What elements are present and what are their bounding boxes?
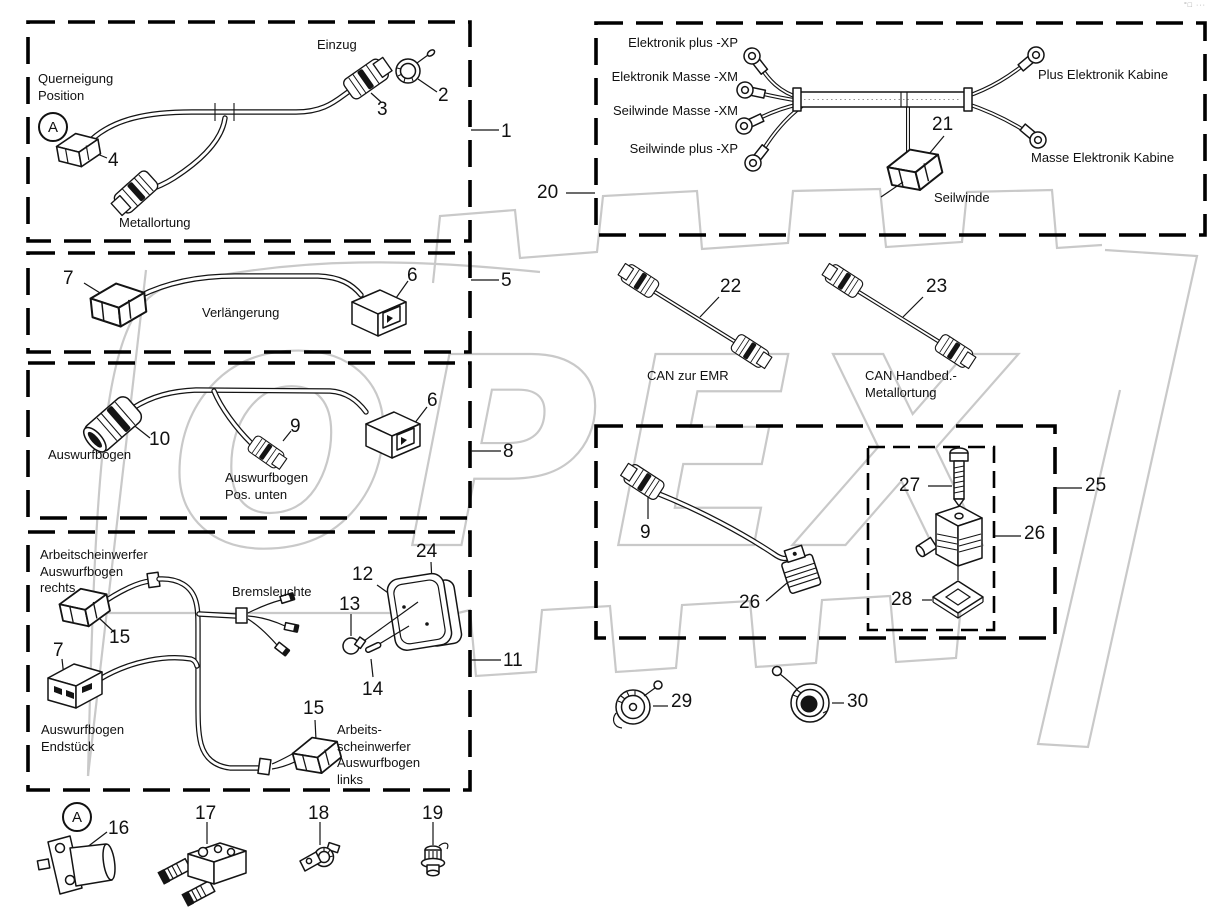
label-querneigung-position: Querneigung Position bbox=[38, 71, 114, 103]
label-seilwinde: Seilwinde bbox=[934, 190, 990, 205]
part-number-26a: 26 bbox=[739, 592, 761, 613]
dichtung-28 bbox=[932, 580, 984, 619]
part-number-21: 21 bbox=[932, 114, 954, 135]
part-number-19: 19 bbox=[422, 803, 444, 824]
endstueck-connector-7 bbox=[47, 663, 103, 709]
label-verlaengerung: Verlängerung bbox=[202, 305, 280, 320]
detail-marker-a-bottom-label: A bbox=[71, 808, 82, 826]
part-number-16: 16 bbox=[108, 818, 130, 839]
verschluss-29 bbox=[612, 680, 663, 729]
part-number-7b: 7 bbox=[53, 640, 64, 661]
part-number-27: 27 bbox=[899, 475, 921, 496]
ventilblock-17 bbox=[157, 842, 247, 907]
part-number-3: 3 bbox=[377, 99, 388, 120]
sensor-16 bbox=[36, 835, 116, 895]
part-number-9: 9 bbox=[290, 416, 301, 437]
label-arbeitsscheinwerfer-links: Arbeits- scheinwerfer Auswurfbogen links bbox=[337, 722, 421, 787]
detail-marker-a-label: A bbox=[47, 118, 58, 136]
box-callout-25: 25 bbox=[1085, 475, 1107, 496]
box-arbeitsscheinwerfer bbox=[26, 530, 472, 792]
ventil-art bbox=[618, 447, 984, 619]
verlaengerung-cable-art bbox=[88, 273, 407, 337]
label-einzug: Einzug bbox=[317, 37, 357, 52]
auswurfbogen-harness-art bbox=[82, 387, 421, 473]
part-number-2: 2 bbox=[438, 85, 449, 106]
box-auswurfbogen bbox=[26, 361, 472, 520]
box-callout-5: 5 bbox=[501, 270, 512, 291]
part-number-7: 7 bbox=[63, 268, 74, 289]
ventilspule-26 bbox=[915, 505, 983, 567]
can-cables-art bbox=[615, 260, 979, 372]
label-elektronik-masse-xm: Elektronik Masse -XM bbox=[611, 69, 738, 84]
label-can-handbed-metallortung: CAN Handbed.- Metallortung bbox=[865, 368, 957, 400]
part-number-12: 12 bbox=[352, 564, 374, 585]
part-number-22: 22 bbox=[720, 276, 742, 297]
label-seilwinde-masse-xm: Seilwinde Masse -XM bbox=[613, 103, 738, 118]
arbeitsscheinwerfer-harness-art bbox=[47, 571, 463, 780]
part-number-18: 18 bbox=[308, 803, 330, 824]
label-bremsleuchte: Bremsleuchte bbox=[232, 584, 312, 599]
label-seilwinde-plus-xp: Seilwinde plus -XP bbox=[629, 141, 738, 156]
box-querneigung bbox=[26, 20, 472, 243]
box-callout-26: 26 bbox=[1024, 523, 1046, 544]
small-parts-art bbox=[36, 835, 449, 907]
part-number-4: 4 bbox=[108, 150, 119, 171]
elektronik-harness-art bbox=[732, 42, 1051, 198]
part-number-29: 29 bbox=[671, 691, 693, 712]
part-number-15a: 15 bbox=[109, 627, 131, 648]
detail-marker-a: A bbox=[38, 112, 68, 142]
box-verlaengerung bbox=[26, 251, 472, 354]
part-number-30: 30 bbox=[847, 691, 869, 712]
box-ventil-inner bbox=[866, 445, 996, 632]
part-number-6b: 6 bbox=[427, 390, 438, 411]
verschlusskappen-art bbox=[612, 665, 830, 729]
box-callout-1: 1 bbox=[501, 121, 512, 142]
winkelstecker-26 bbox=[781, 544, 822, 594]
corner-mark: °□ ··· bbox=[1184, 2, 1206, 9]
label-metallortung: Metallortung bbox=[119, 215, 191, 230]
part-number-9b: 9 bbox=[640, 522, 651, 543]
label-auswurfbogen-pos-unten: Auswurfbogen Pos. unten bbox=[225, 470, 309, 502]
box-callout-11: 11 bbox=[503, 650, 523, 671]
part-number-23: 23 bbox=[926, 276, 948, 297]
box-callout-8: 8 bbox=[503, 441, 514, 462]
cap-part-2 bbox=[395, 49, 436, 84]
tuelle-19 bbox=[420, 842, 449, 877]
part-number-24: 24 bbox=[416, 541, 438, 562]
harness-querneigung-art bbox=[54, 49, 436, 219]
label-plus-elektronik-kabine: Plus Elektronik Kabine bbox=[1038, 67, 1169, 82]
part-number-13: 13 bbox=[339, 594, 361, 615]
box-ventil bbox=[594, 424, 1057, 640]
label-arbeitsscheinwerfer-rechts: Arbeitscheinwerfer Auswurfbogen rechts bbox=[40, 547, 148, 596]
box-callout-20: 20 bbox=[537, 182, 559, 203]
part-number-28: 28 bbox=[891, 589, 913, 610]
part-number-10: 10 bbox=[149, 429, 171, 450]
label-auswurfbogen: Auswurfbogen bbox=[48, 447, 132, 462]
part-number-15b: 15 bbox=[303, 698, 325, 719]
label-elektronik-plus-xp: Elektronik plus -XP bbox=[628, 35, 738, 50]
part-number-17: 17 bbox=[195, 803, 217, 824]
dashed-boxes bbox=[26, 20, 1207, 792]
bremsleuchte-lamp-art bbox=[342, 572, 463, 655]
part-number-14: 14 bbox=[362, 679, 384, 700]
box-elektronik bbox=[594, 21, 1207, 237]
label-can-zur-emr: CAN zur EMR bbox=[647, 368, 729, 383]
part-number-6: 6 bbox=[407, 265, 418, 286]
detail-marker-a-bottom: A bbox=[62, 802, 92, 832]
label-masse-elektronik-kabine: Masse Elektronik Kabine bbox=[1031, 150, 1175, 165]
schraube-27 bbox=[949, 447, 969, 507]
label-auswurfbogen-endstueck: Auswurfbogen Endstück bbox=[41, 722, 125, 754]
schelle-18 bbox=[299, 841, 341, 872]
round-connector-10 bbox=[82, 396, 143, 453]
verschluss-30 bbox=[771, 665, 830, 723]
